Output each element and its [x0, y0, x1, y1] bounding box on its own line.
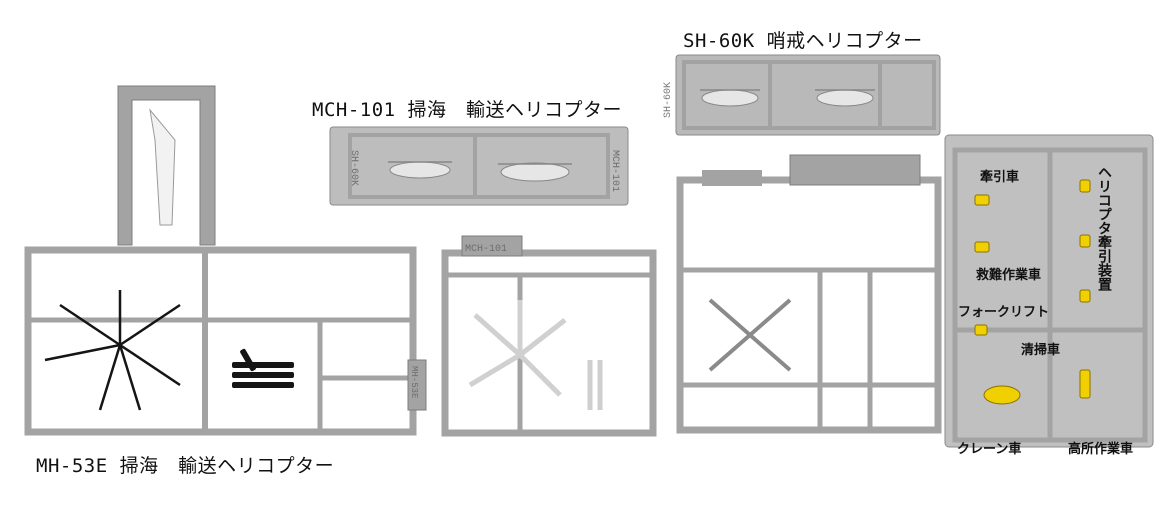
mch101-tail-rotor: [587, 360, 603, 410]
mh53e-rotor: [44, 290, 181, 411]
label-heli-tow-device: ヘリコプタ牽引装置: [1096, 165, 1112, 291]
mh53e-sprue: MH-53E: [24, 85, 427, 436]
mch101-helicopter-2: [498, 162, 572, 182]
mch101-helicopter-1: [388, 161, 452, 179]
sh60k-top-sprue: SH-60K: [663, 54, 941, 136]
label-forklift: フォークリフト: [958, 305, 1050, 320]
mch101-rotor-sprue: MCH-101: [441, 235, 657, 437]
caption-sh60k: SH-60K 哨戒ヘリコプター: [683, 30, 923, 52]
mh53e-tail-rotor: [232, 348, 294, 388]
label-aerial-work: 高所作業車: [1068, 442, 1134, 457]
svg-text:MCH-101: MCH-101: [465, 244, 507, 255]
svg-text:MH-53E: MH-53E: [409, 366, 419, 398]
mch101-top-sprue: SH-60K MCH-101: [329, 126, 629, 206]
label-sweeper: 清掃車: [1021, 343, 1061, 358]
mh53e-fuselage: [149, 108, 176, 226]
caption-mch101: MCH-101 掃海 輸送ヘリコプター: [312, 99, 623, 121]
ground-vehicles-sprue: [944, 134, 1154, 448]
svg-text:MCH-101: MCH-101: [609, 150, 620, 192]
sh60k-x-part: [708, 298, 792, 372]
sh60k-helicopter-2: [815, 89, 875, 107]
label-tow-tractor: 牽引車: [980, 170, 1020, 185]
sh60k-parts-sprue: [676, 154, 942, 434]
label-rescue-vehicle: 救難作業車: [976, 268, 1042, 283]
mch101-rotor: [468, 300, 567, 397]
yellow-parts: [974, 179, 1091, 405]
svg-text:SH-60K: SH-60K: [348, 150, 359, 186]
sh60k-helicopter-1: [700, 89, 760, 107]
label-crane: クレーン車: [957, 442, 1022, 457]
caption-mh53e: MH-53E 掃海 輸送ヘリコプター: [36, 455, 335, 477]
svg-text:SH-60K: SH-60K: [663, 82, 674, 118]
